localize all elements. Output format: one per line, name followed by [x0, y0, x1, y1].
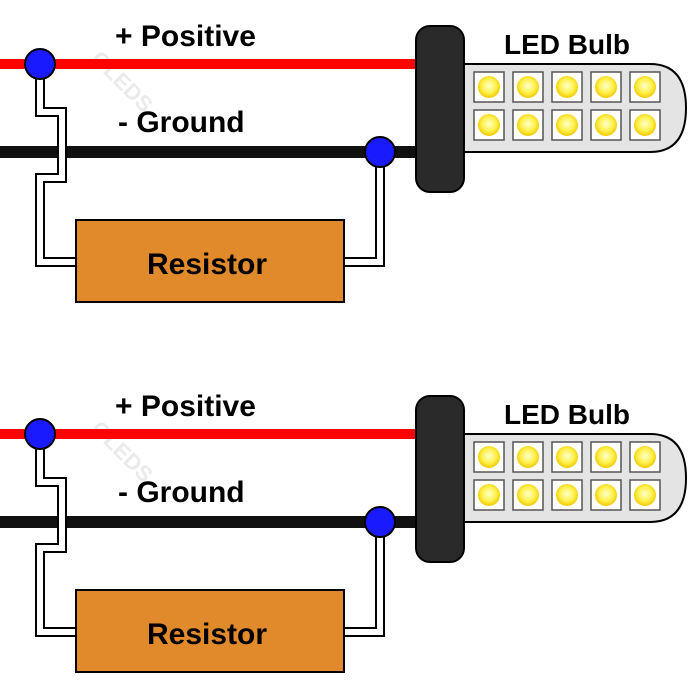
led-chips: [473, 441, 661, 511]
resistor-label: Resistor: [147, 248, 267, 281]
positive-junction: [24, 48, 56, 80]
led-chip: [634, 446, 656, 468]
positive-wire: [0, 59, 430, 69]
positive-label: + Positive: [115, 20, 256, 53]
led-chip: [634, 114, 656, 136]
positive-junction: [24, 418, 56, 450]
led-chip: [478, 484, 500, 506]
diagram-1: OLEDS OLEDS OLEDS Resistor + Positive - …: [0, 20, 688, 303]
led-chip: [478, 76, 500, 98]
led-chip: [556, 76, 578, 98]
led-chip: [556, 484, 578, 506]
led-chip: [478, 114, 500, 136]
resistor: [75, 589, 345, 673]
bulb-label: LED Bulb: [504, 399, 630, 430]
resistor-label: Resistor: [147, 618, 267, 651]
led-chips: [473, 71, 661, 141]
bulb-base: [415, 395, 465, 563]
ground-junction: [364, 506, 396, 538]
led-bulb: LED Bulb: [415, 395, 688, 563]
led-bulb: LED Bulb: [415, 25, 688, 193]
bulb-base: [415, 25, 465, 193]
led-chip: [595, 114, 617, 136]
led-chip: [634, 484, 656, 506]
ground-label: - Ground: [118, 106, 245, 139]
ground-wire: [0, 516, 430, 528]
ground-junction: [364, 136, 396, 168]
positive-label: + Positive: [115, 390, 256, 423]
ground-wire: [0, 146, 430, 158]
led-chip: [556, 446, 578, 468]
resistor-lead-ground: [340, 522, 385, 637]
led-chip: [517, 76, 539, 98]
resistor: [75, 219, 345, 303]
bulb-label: LED Bulb: [504, 29, 630, 60]
positive-wire: [0, 429, 430, 439]
led-chip: [595, 484, 617, 506]
diagram-2: OLEDS OLEDS OLEDS Resistor + Positive - …: [0, 390, 688, 673]
resistor-lead-ground: [340, 152, 385, 267]
led-chip: [595, 446, 617, 468]
led-chip: [517, 114, 539, 136]
led-chip: [517, 484, 539, 506]
led-chip: [556, 114, 578, 136]
led-chip: [595, 76, 617, 98]
led-chip: [478, 446, 500, 468]
ground-label: - Ground: [118, 476, 245, 509]
led-chip: [634, 76, 656, 98]
led-chip: [517, 446, 539, 468]
